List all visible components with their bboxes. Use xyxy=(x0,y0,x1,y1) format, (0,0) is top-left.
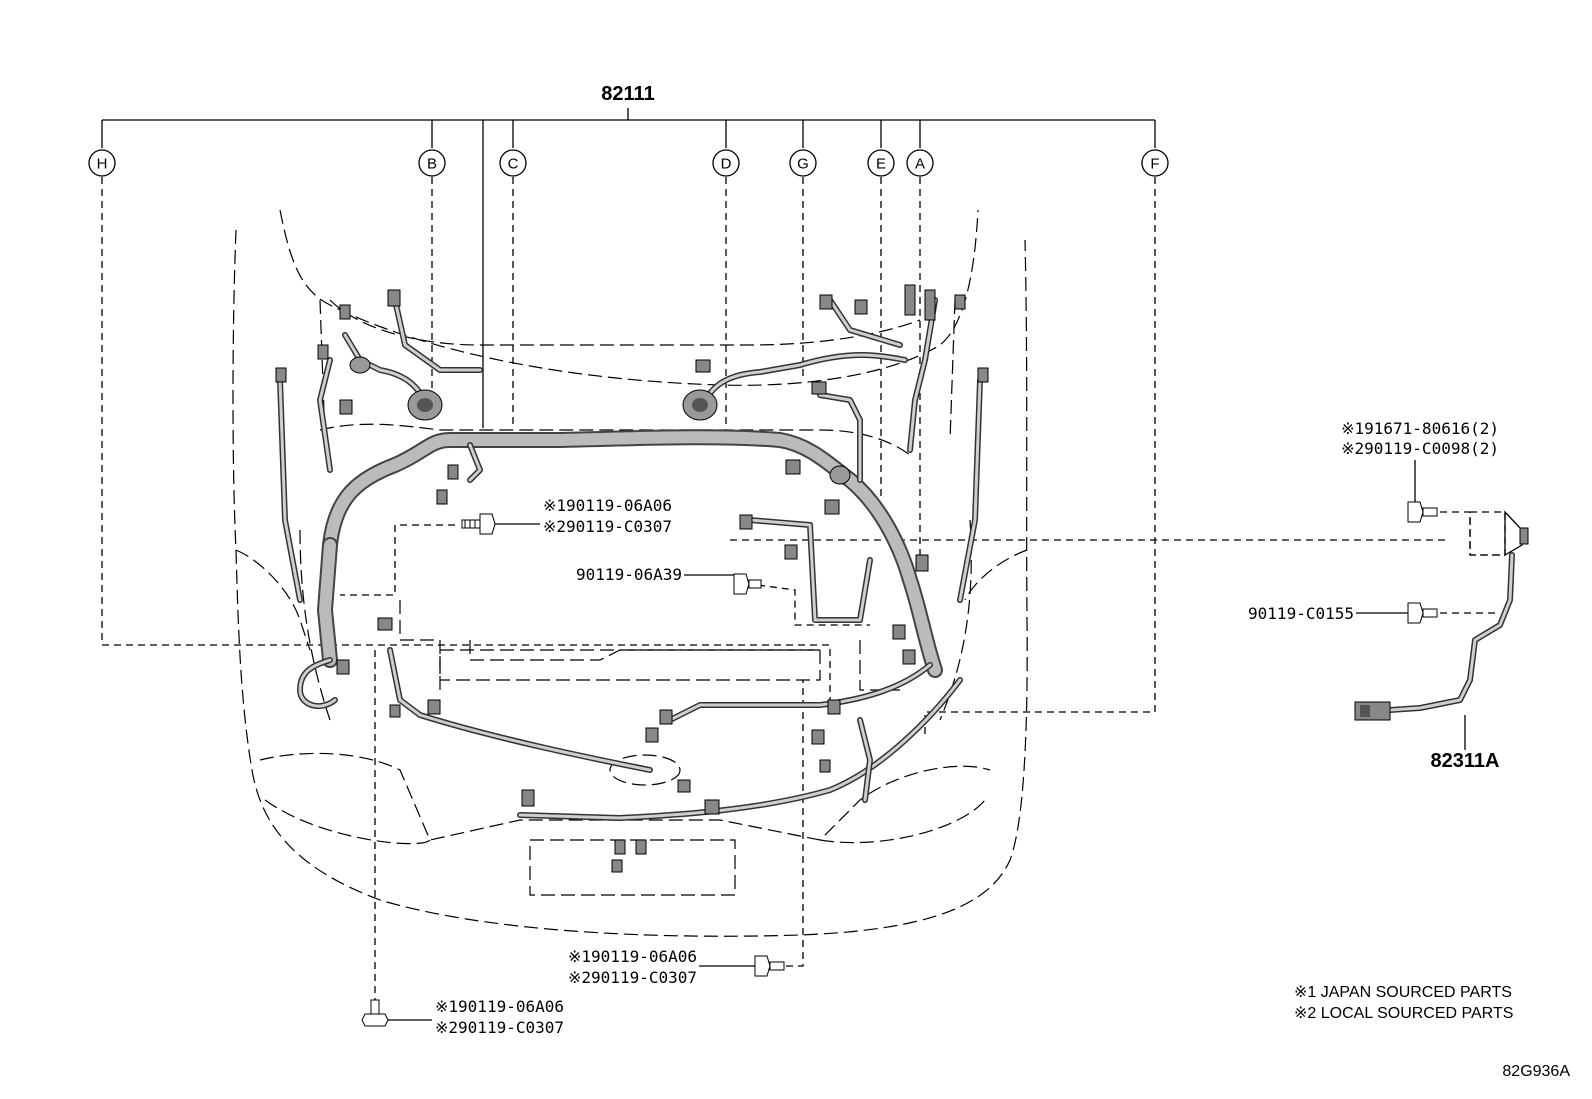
leader-lines xyxy=(101,177,1450,1000)
bolt-icon xyxy=(461,513,496,535)
svg-text:C: C xyxy=(508,156,519,173)
connectors xyxy=(275,284,989,873)
sub-part-number: 82311A xyxy=(1431,750,1500,772)
svg-text:※191671-80616(2): ※191671-80616(2) xyxy=(1341,419,1499,438)
main-harness xyxy=(317,429,943,678)
callout-bracket xyxy=(101,108,1156,428)
callout-C: C xyxy=(499,149,527,177)
callout-G: G xyxy=(789,149,817,177)
svg-text:90119-06A39: 90119-06A39 xyxy=(576,565,682,584)
svg-text:B: B xyxy=(427,156,437,173)
fastener-label-sensor-bolt: ※191671-80616(2) ※290119-C0098(2) xyxy=(1341,419,1499,502)
svg-text:H: H xyxy=(97,156,108,173)
callout-D: D xyxy=(712,149,740,177)
diagram-code: 82G936A xyxy=(1502,1063,1570,1080)
note-japan-sourced: ※1 JAPAN SOURCED PARTS xyxy=(1294,984,1512,1001)
note-local-sourced: ※2 LOCAL SOURCED PARTS xyxy=(1294,1005,1513,1022)
fastener-label-mid-bolt: 90119-06A39 xyxy=(576,565,734,584)
branch-wires xyxy=(277,297,983,821)
fastener-label-sensor-clamp: 90119-C0155 xyxy=(1248,604,1408,623)
svg-text:※290119-C0098(2): ※290119-C0098(2) xyxy=(1341,439,1499,458)
svg-text:※290119-C0307: ※290119-C0307 xyxy=(568,968,697,987)
callout-E: E xyxy=(867,149,895,177)
svg-text:E: E xyxy=(876,156,886,173)
callout-A: A xyxy=(906,149,934,177)
vehicle-body-outline xyxy=(232,209,1028,937)
fastener-label-lower-mid: ※190119-06A06 ※290119-C0307 xyxy=(568,947,755,987)
svg-text:90119-C0155: 90119-C0155 xyxy=(1248,604,1354,623)
svg-text:A: A xyxy=(915,156,925,173)
svg-text:※190119-06A06: ※190119-06A06 xyxy=(543,496,672,515)
svg-text:※190119-06A06: ※190119-06A06 xyxy=(568,947,697,966)
svg-text:※290119-C0307: ※290119-C0307 xyxy=(543,517,672,536)
callout-H: H xyxy=(88,149,116,177)
callout-F: F xyxy=(1141,149,1169,177)
fastener-label-bottom-left: ※190119-06A06 ※290119-C0307 xyxy=(388,997,564,1037)
svg-text:※190119-06A06: ※190119-06A06 xyxy=(435,997,564,1016)
bolt-icon xyxy=(1407,501,1438,523)
callout-B: B xyxy=(418,149,446,177)
grommets xyxy=(349,356,851,485)
main-part-number: 82111 xyxy=(601,83,654,105)
fastener-label-upper-left: ※190119-06A06 ※290119-C0307 xyxy=(495,496,672,536)
bolt-icon xyxy=(1407,602,1438,624)
bolt-icon xyxy=(361,999,389,1027)
bolt-icon xyxy=(754,955,785,977)
svg-text:※290119-C0307: ※290119-C0307 xyxy=(435,1018,564,1037)
svg-text:F: F xyxy=(1150,156,1159,173)
sensor-sub-harness xyxy=(1354,510,1529,750)
bolt-icon xyxy=(733,573,762,595)
svg-text:G: G xyxy=(797,156,809,173)
svg-text:D: D xyxy=(721,156,732,173)
